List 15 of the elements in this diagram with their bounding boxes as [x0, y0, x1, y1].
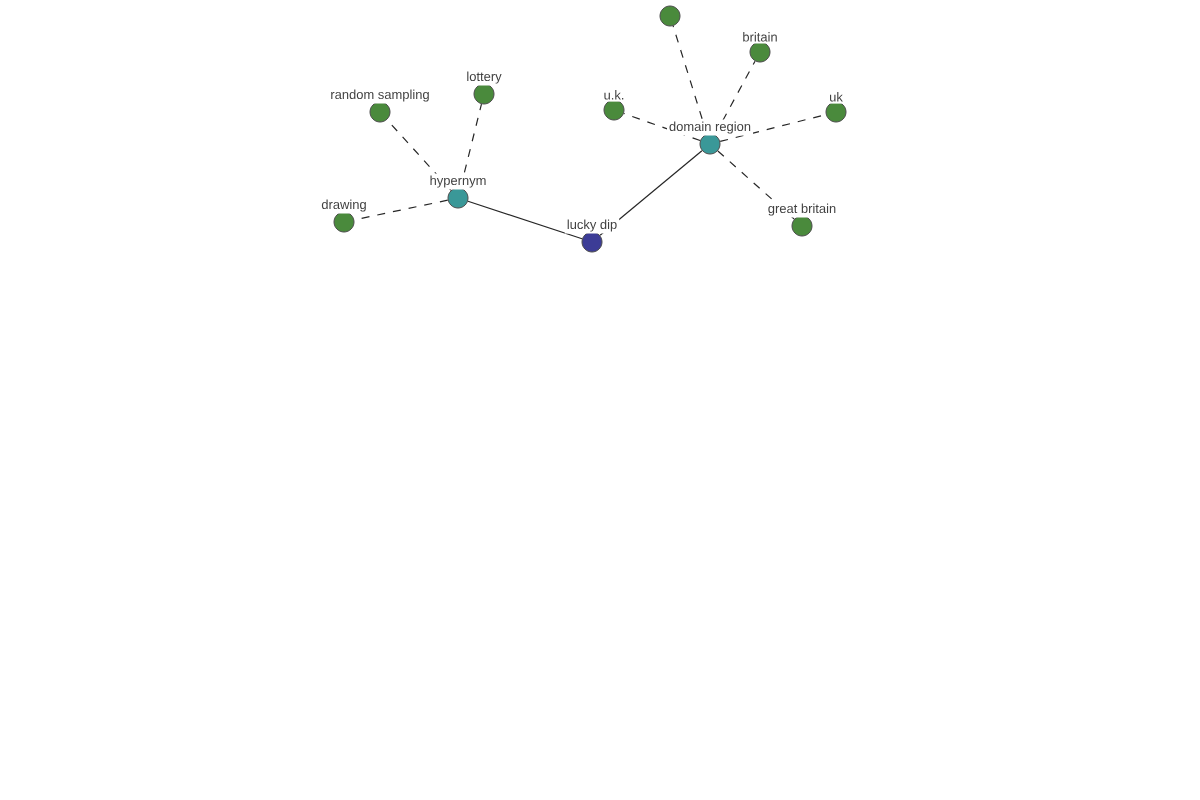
graph-node	[825, 101, 847, 123]
connector-line	[719, 114, 827, 143]
graph-node	[473, 83, 495, 105]
graph-node	[581, 231, 603, 253]
graph-node	[369, 101, 391, 123]
graph-node	[791, 215, 813, 237]
connector-line	[386, 119, 452, 191]
graph-node	[447, 187, 469, 209]
graph-node	[333, 211, 355, 233]
graph-node	[749, 41, 771, 63]
graph-node	[603, 99, 625, 121]
graph-node	[699, 133, 721, 155]
connector-line	[717, 150, 795, 220]
connector-line	[467, 200, 583, 240]
graph-node	[659, 5, 681, 27]
